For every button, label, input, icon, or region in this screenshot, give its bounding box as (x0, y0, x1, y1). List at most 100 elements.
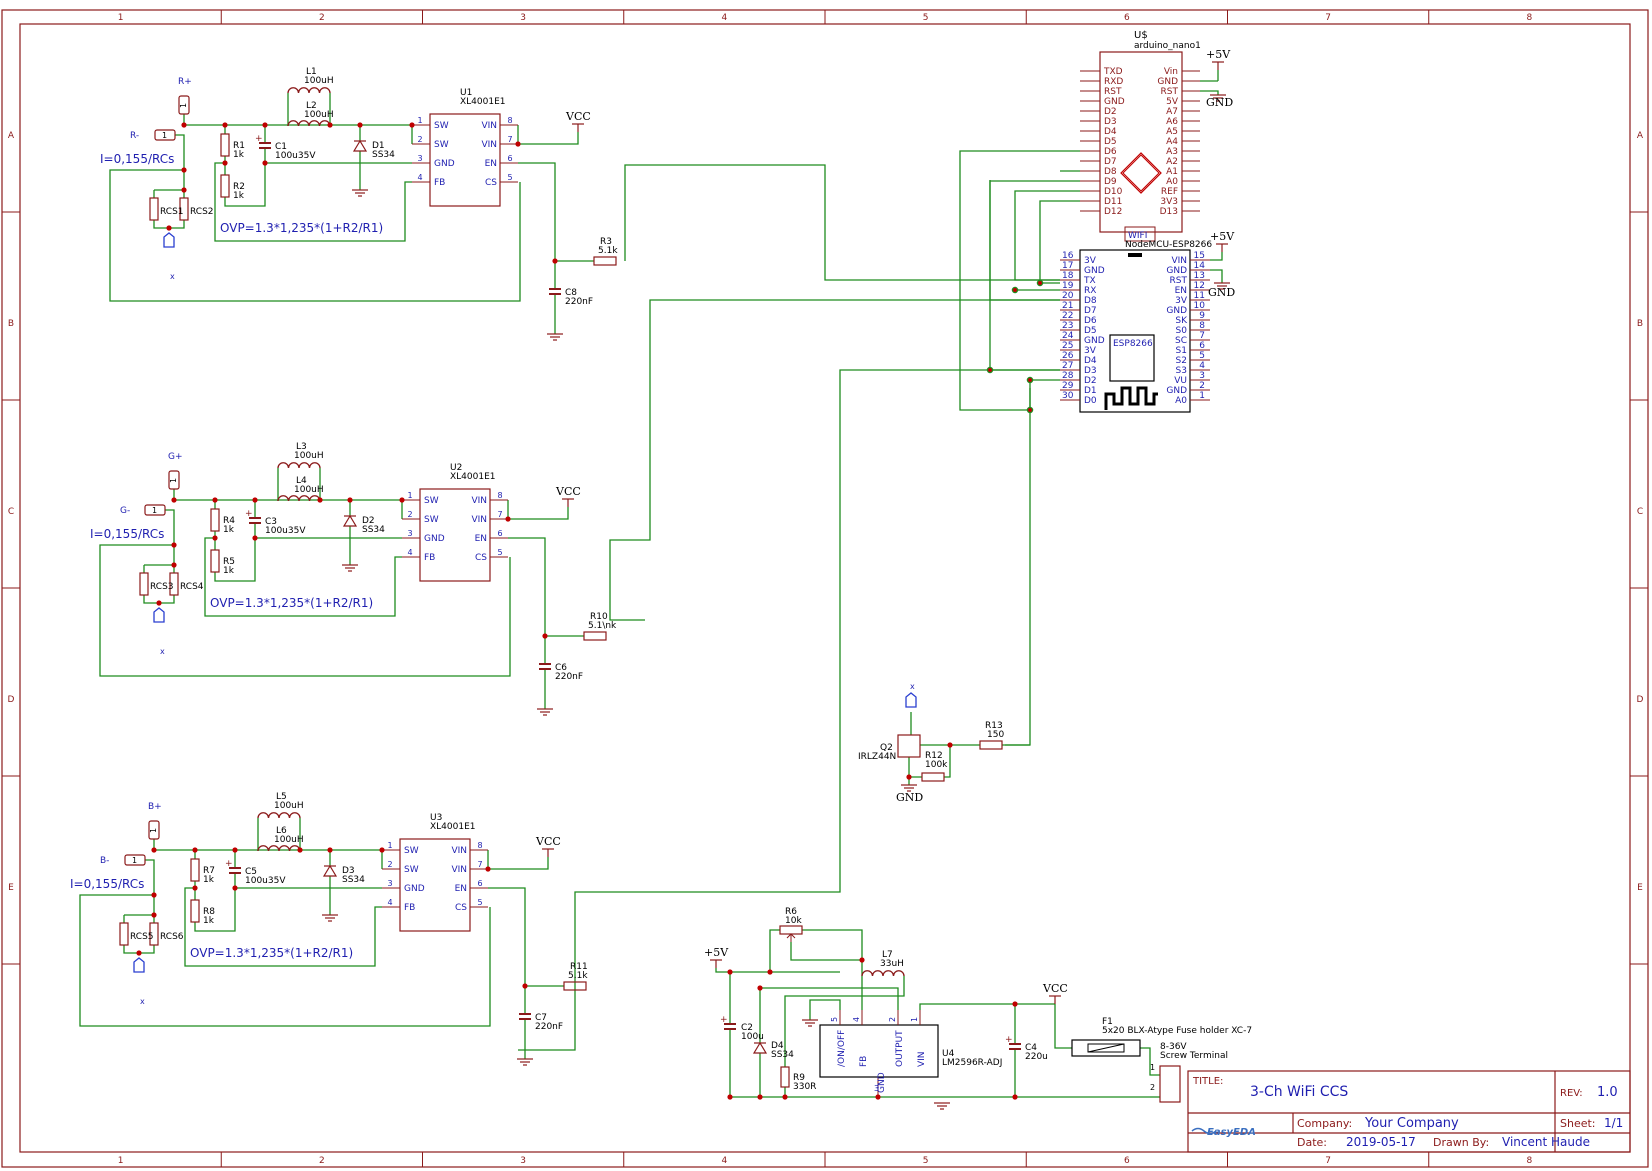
driver-ic-value: XL4001E1 (460, 97, 506, 107)
nodemcu-pin-name: D5 (1084, 326, 1097, 336)
junction-dot (1011, 286, 1019, 294)
led-minus-connector[interactable] (154, 129, 176, 141)
ic-pin-name: EN (485, 159, 497, 169)
junction-dot (399, 497, 405, 503)
driver-ic-body[interactable] (429, 113, 501, 207)
led-plus-connector[interactable] (148, 820, 160, 840)
nodemcu-pin-number: 1 (1199, 391, 1205, 401)
terminal-pin-number: 1 (1150, 1063, 1155, 1072)
junction-dot (252, 497, 258, 503)
nodemcu-pin-number: 5 (1199, 351, 1205, 361)
ic-pin-number: 1 (387, 841, 392, 850)
nano-pin-name: D7 (1104, 157, 1117, 167)
nodemcu-pin-number: 19 (1062, 281, 1074, 291)
potentiometer-value: 10k (785, 916, 802, 926)
nodemcu-pin-number: 13 (1194, 271, 1205, 281)
nodemcu-pin-name: 3V (1084, 256, 1097, 266)
driver-ic-body[interactable] (419, 488, 491, 582)
led-plus-connector[interactable] (178, 95, 190, 115)
fuse-holder[interactable] (1071, 1039, 1141, 1057)
wire (1054, 1004, 1072, 1049)
led-plus-label: R+ (178, 77, 192, 87)
ic-pin-name: CS (475, 553, 487, 563)
nodemcu-pin-number: 24 (1062, 331, 1074, 341)
led-minus-connector[interactable] (144, 504, 166, 516)
junction-dot (875, 1094, 881, 1100)
nodemcu-pin-name: S1 (1176, 346, 1187, 356)
wire (488, 887, 526, 1014)
inductor-b-value: 100uH (304, 110, 334, 120)
nodemcu-body[interactable] (1079, 249, 1191, 413)
output-inductor (861, 970, 905, 977)
pcb-antenna-icon (1104, 386, 1158, 410)
ic-pin-number: 4 (407, 548, 412, 557)
junction-dot (727, 1094, 733, 1100)
buck-regulator[interactable]: U4LM2596R-ADJ5/ON/OFF4FB2OUTPUT1VIN3GNDR… (704, 907, 1068, 1110)
wire (1140, 1047, 1160, 1076)
regulator-ref: U4 (942, 1049, 955, 1059)
nodemcu-pin-number: 3 (1199, 371, 1205, 381)
polarity-mark: + (1005, 1035, 1013, 1045)
ic-pin-number: 1 (407, 491, 412, 500)
nodemcu-pin-name: D4 (1084, 356, 1097, 366)
junction-dot (166, 225, 172, 231)
led-minus-connector[interactable] (124, 854, 146, 866)
driver-ic-body[interactable] (399, 838, 471, 932)
led-plus-connector[interactable] (168, 470, 180, 490)
junction-dot (181, 187, 187, 193)
wire (1210, 252, 1223, 261)
nodemcu-pin-name: EN (1175, 286, 1187, 296)
column-label-bottom: 5 (923, 1156, 929, 1166)
enable-capacitor-ref: C6 (555, 663, 567, 673)
inductor-b (287, 120, 331, 127)
ic-pin-name: EN (475, 534, 487, 544)
regulator-pin-number: 5 (830, 1017, 839, 1022)
nodemcu-pin-number: 12 (1194, 281, 1205, 291)
column-label-bottom: 6 (1124, 1156, 1130, 1166)
no-connect-mark: x (910, 682, 915, 691)
row-label-right: D (1637, 695, 1644, 705)
row-label-left: D (8, 695, 15, 705)
title-block (1187, 1070, 1631, 1153)
resistor-top-ref: R1 (233, 141, 245, 151)
column-label-bottom: 1 (118, 1156, 124, 1166)
polarity-mark: + (255, 134, 263, 144)
nano-body[interactable] (1099, 51, 1183, 233)
nano-pin-name: D4 (1104, 127, 1117, 137)
regulator-pin-number: 3 (874, 1084, 879, 1093)
polarity-mark: + (245, 509, 253, 519)
junction-dot (222, 122, 228, 128)
nodemcu-pin-name: D2 (1084, 376, 1097, 386)
junction-dot (156, 600, 162, 606)
arduino-nano[interactable]: U$arduino_nano1TXDRXDRSTGNDD2D3D4D5D6D7D… (1080, 30, 1233, 233)
terminal-label: Screw Terminal (1160, 1051, 1228, 1061)
title-block-text: TITLE: 3-Ch WiFi CCS REV: 1.0 Company: Y… (1191, 1076, 1623, 1149)
ovp-formula-note: OVP=1.3*1,235*(1+R2/R1) (220, 221, 383, 235)
sense-resistor-a (139, 572, 149, 596)
wire (109, 169, 521, 302)
column-label-bottom: 2 (319, 1156, 325, 1166)
regulator-body[interactable] (819, 1024, 939, 1078)
inductor-b-ref: L6 (276, 826, 287, 836)
column-label-top: 4 (722, 13, 728, 23)
sense-resistor-a-ref: RCS5 (130, 932, 154, 942)
wire (488, 857, 549, 870)
ic-pin-number: 3 (387, 879, 392, 888)
output-capacitor-value: 100u (741, 1032, 764, 1042)
trim-potentiometer[interactable] (779, 925, 803, 935)
resistor-top-ref: R4 (223, 516, 235, 526)
polarity-mark: + (225, 859, 233, 869)
easyeda-logo: EasyEDA (1207, 1127, 1256, 1138)
mosfet-body[interactable] (897, 734, 921, 758)
rev-label: REV: (1560, 1088, 1583, 1099)
fuse-value: 5x20 BLX-Atype Fuse holder XC-7 (1102, 1026, 1252, 1036)
nano-pin-name: D11 (1104, 197, 1122, 207)
nodemcu-pin-number: 9 (1199, 311, 1205, 321)
junction-dot (515, 141, 521, 147)
nano-pin-name: A7 (1166, 107, 1178, 117)
probe-icon (153, 607, 165, 623)
screw-terminal[interactable] (1159, 1065, 1181, 1103)
